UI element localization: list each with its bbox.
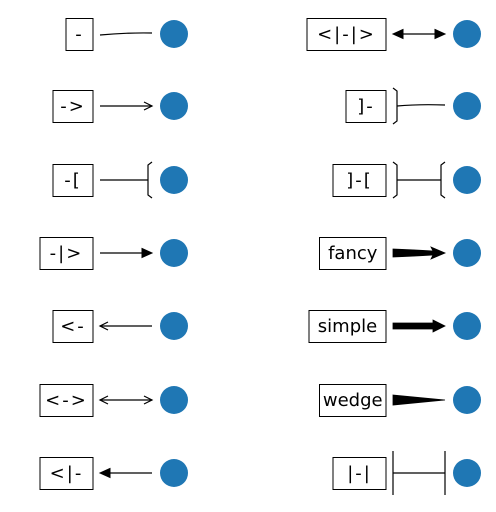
style-label: - — [75, 24, 84, 45]
arrow-fancy — [392, 246, 447, 260]
arrow-row-right-1: <|-|> — [306, 18, 481, 51]
label-box-border — [332, 457, 387, 490]
style-label-box: <|- — [39, 457, 94, 490]
arrow-filled-both — [391, 28, 447, 40]
target-dot — [160, 239, 188, 267]
label-box-border — [52, 164, 94, 197]
arrow-row-left-6: <-> — [39, 384, 188, 417]
arrow-row-right-6: wedge — [319, 384, 481, 417]
arrow-row-right-7: |-| — [332, 451, 481, 495]
arrow-row-left-1: - — [65, 18, 188, 51]
arrow-open-both — [98, 395, 154, 405]
arrow-simple — [392, 319, 446, 333]
target-dot — [160, 312, 188, 340]
target-dot — [453, 166, 481, 194]
arrow-row-left-3: -[ — [52, 161, 188, 199]
style-label: wedge — [323, 390, 383, 411]
style-label: <|- — [50, 463, 84, 484]
label-box-border — [39, 457, 94, 490]
target-dot — [160, 459, 188, 487]
arrow-row-left-7: <|- — [39, 457, 188, 490]
style-label-box: - — [65, 18, 94, 51]
label-box-border — [52, 90, 94, 123]
label-box-border — [39, 384, 94, 417]
target-dot — [453, 20, 481, 48]
target-dot — [453, 239, 481, 267]
arrow-row-left-5: <- — [52, 310, 188, 343]
arrow-row-right-3: ]-[ — [332, 161, 481, 199]
arrow-line — [99, 32, 153, 36]
style-label-box: ]-[ — [332, 164, 387, 197]
arrow-row-right-5: simple — [308, 310, 481, 343]
arrow-bar-both — [392, 451, 446, 495]
arrow-bracket-both — [392, 161, 446, 199]
style-label: <-> — [45, 390, 88, 411]
arrow-open-tail — [98, 321, 152, 331]
style-label-box: -|> — [39, 237, 94, 270]
style-label: -> — [60, 96, 86, 117]
target-dot — [453, 459, 481, 487]
style-label-box: simple — [308, 310, 387, 343]
arrow-filled-tail — [98, 467, 152, 479]
arrow-row-right-4: fancy — [319, 237, 481, 270]
arrow-row-left-4: -|> — [39, 237, 188, 270]
style-label-box: wedge — [319, 384, 387, 417]
arrow-row-right-2: ]- — [345, 87, 481, 125]
arrow-bracket-start — [392, 87, 446, 125]
style-label: ]-[ — [346, 170, 373, 191]
label-box-border — [65, 18, 94, 51]
style-label-box: |-| — [332, 457, 387, 490]
arrow-filled-head — [100, 247, 154, 259]
target-dot — [453, 386, 481, 414]
style-label: simple — [318, 316, 377, 337]
style-label-box: <|-|> — [306, 18, 387, 51]
label-box-border — [319, 384, 387, 417]
label-box-border — [52, 310, 94, 343]
label-box-border — [345, 90, 387, 123]
style-label-box: ]- — [345, 90, 387, 123]
arrow-wedge — [392, 394, 446, 406]
target-dot — [453, 312, 481, 340]
style-label: |-| — [347, 463, 372, 484]
style-label: -|> — [50, 243, 84, 264]
style-label: <|-|> — [317, 24, 376, 45]
style-label-box: fancy — [319, 237, 387, 270]
arrow-row-left-2: -> — [52, 90, 188, 123]
target-dot — [160, 386, 188, 414]
label-box-border — [306, 18, 387, 51]
style-label-box: <-> — [39, 384, 94, 417]
target-dot — [160, 166, 188, 194]
label-box-border — [308, 310, 387, 343]
target-dot — [160, 92, 188, 120]
target-dot — [453, 92, 481, 120]
label-box-border — [319, 237, 387, 270]
label-box-border — [332, 164, 387, 197]
style-label: ]- — [357, 96, 375, 117]
style-label-box: -[ — [52, 164, 94, 197]
arrow-bracket-end — [100, 161, 153, 199]
style-label: <- — [60, 316, 86, 337]
style-label-box: -> — [52, 90, 94, 123]
label-box-border — [39, 237, 94, 270]
style-label: fancy — [328, 243, 378, 264]
target-dot — [160, 20, 188, 48]
arrow-open-head — [100, 101, 154, 111]
style-label: -[ — [64, 170, 82, 191]
style-label-box: <- — [52, 310, 94, 343]
